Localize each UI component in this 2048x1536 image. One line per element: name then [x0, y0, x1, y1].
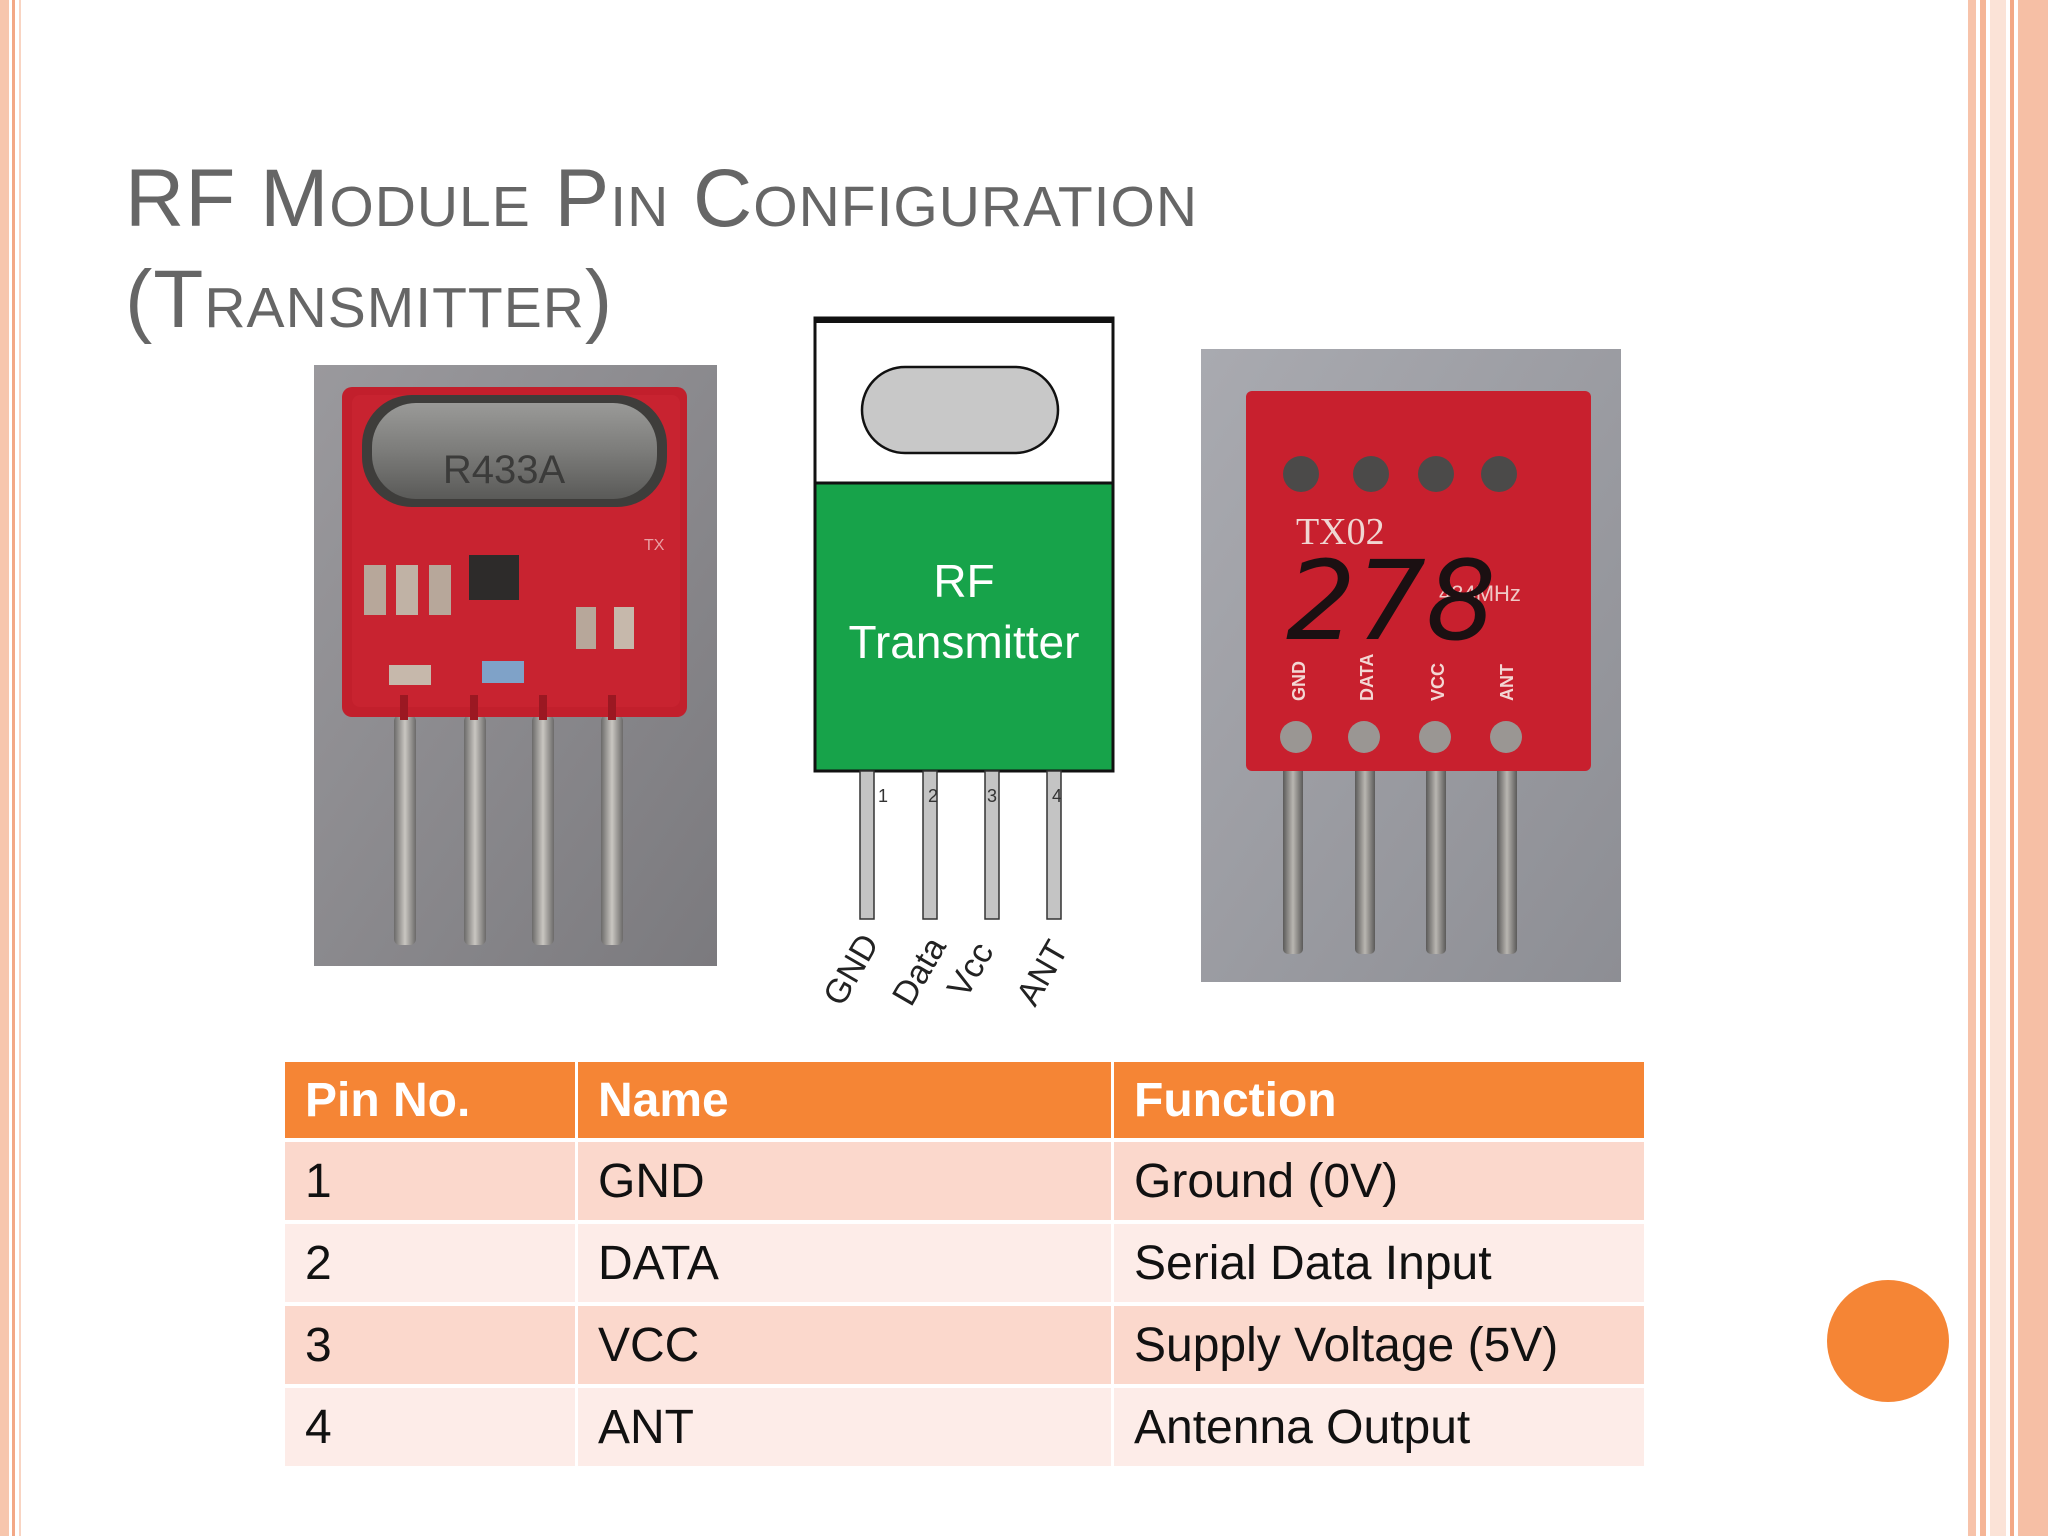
diagram-pin-4 [1046, 770, 1062, 920]
diagram-pin-label-gnd: GND [816, 928, 887, 1012]
diagram-pin-1 [859, 770, 875, 920]
slide-title-line-1: RF Module Pin Configuration [125, 153, 1199, 244]
left-border-decoration [0, 0, 21, 1536]
module-front-photo: R433A TX [314, 365, 717, 966]
svg-text:TX: TX [644, 537, 665, 554]
cell-pin-no: 3 [285, 1306, 575, 1384]
slide-title: RF Module Pin Configuration (Transmitter… [125, 148, 1198, 350]
cell-pin-no: 4 [285, 1388, 575, 1466]
module-back-photo: TX02 434MHz 278 GND DATA VCC ANT [1201, 349, 1621, 982]
diagram-pin-number-3: 3 [987, 786, 997, 806]
svg-text:R433A: R433A [443, 448, 566, 492]
cell-name: DATA [578, 1224, 1111, 1302]
svg-text:VCC: VCC [1428, 663, 1448, 701]
table-header-row: Pin No. Name Function [285, 1062, 1644, 1138]
diagram-pin-label-vcc: Vcc [940, 936, 1001, 1004]
cell-name: VCC [578, 1306, 1111, 1384]
header-pin-no: Pin No. [285, 1062, 575, 1138]
cell-function: Supply Voltage (5V) [1114, 1306, 1644, 1384]
header-function: Function [1114, 1062, 1644, 1138]
diagram-body-label-line-2: Transmitter [849, 616, 1080, 668]
cell-name: GND [578, 1142, 1111, 1220]
cell-pin-no: 2 [285, 1224, 575, 1302]
cell-name: ANT [578, 1388, 1111, 1466]
back-handwritten-number: 278 [1286, 537, 1496, 665]
diagram-pin-3 [984, 770, 1000, 920]
cell-pin-no: 1 [285, 1142, 575, 1220]
svg-text:GND: GND [1289, 661, 1309, 701]
svg-text:ANT: ANT [1497, 664, 1517, 701]
svg-text:DATA: DATA [1357, 654, 1377, 701]
table-row: 3 VCC Supply Voltage (5V) [285, 1306, 1644, 1384]
table-row: 2 DATA Serial Data Input [285, 1224, 1644, 1302]
header-name: Name [578, 1062, 1111, 1138]
table-row: 1 GND Ground (0V) [285, 1142, 1644, 1220]
back-board-marking: TX02 [1296, 511, 1385, 553]
slide-title-line-2: (Transmitter) [125, 254, 614, 345]
diagram-pin-2 [922, 770, 938, 920]
back-frequency-marking: 434MHz [1439, 581, 1521, 606]
cell-function: Antenna Output [1114, 1388, 1644, 1466]
diagram-body-label-line-1: RF [933, 555, 994, 607]
right-border-decoration [1968, 0, 2048, 1536]
diagram-pin-label-ant: ANT [1009, 934, 1076, 1012]
accent-circle [1827, 1280, 1949, 1402]
diagram-pin-label-data: Data [885, 931, 954, 1012]
diagram-pin-number-1: 1 [878, 786, 888, 806]
diagram-pin-number-2: 2 [928, 786, 938, 806]
table-row: 4 ANT Antenna Output [285, 1388, 1644, 1466]
pin-table: Pin No. Name Function 1 GND Ground (0V) … [282, 1058, 1647, 1470]
cell-function: Serial Data Input [1114, 1224, 1644, 1302]
rf-transmitter-diagram: RF Transmitter 1 2 3 4 GND Data Vcc ANT [790, 310, 1140, 1030]
cell-function: Ground (0V) [1114, 1142, 1644, 1220]
diagram-pin-number-4: 4 [1052, 786, 1062, 806]
